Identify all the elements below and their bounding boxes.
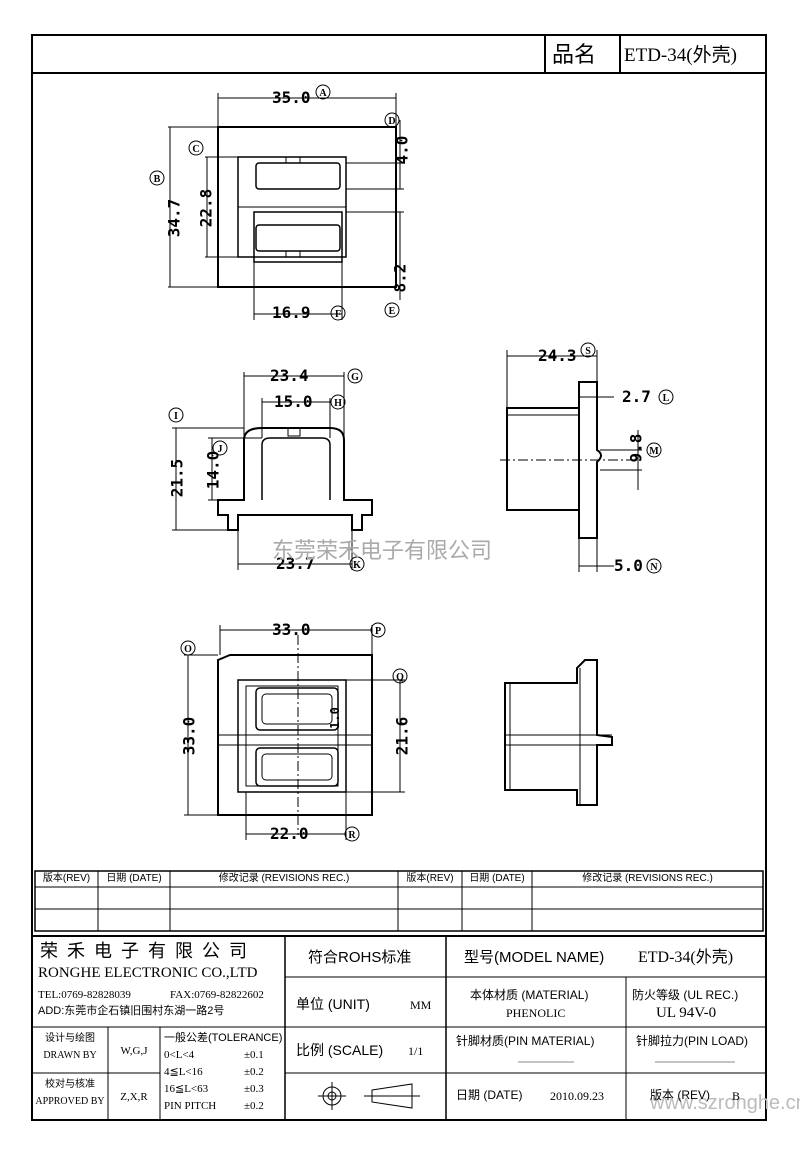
svg-text:F: F xyxy=(335,309,341,320)
check-value: Z,X,R xyxy=(120,1091,148,1103)
dim-bottom-width: 33.0 xyxy=(272,620,311,639)
check-label-cn: 校对与核准 xyxy=(45,1079,95,1090)
design-value: W,G,J xyxy=(120,1045,148,1057)
svg-text:L: L xyxy=(663,393,670,404)
dim-bottom-gap: 1.0 xyxy=(327,707,342,729)
rec-header-2: 修改记录 (REVISIONS REC.) xyxy=(582,873,713,884)
svg-text:Q: Q xyxy=(396,672,404,683)
dim-top-width: 35.0 xyxy=(272,88,311,107)
tolerance-range-2: 4≦L<16 xyxy=(164,1066,203,1078)
company-address: ADD:东莞市企石镇旧围村东湖一路2号 xyxy=(38,1005,225,1017)
dim-front-top-width: 23.4 xyxy=(270,366,309,385)
svg-text:I: I xyxy=(174,411,178,422)
dim-front-base-width: 23.7 xyxy=(276,554,315,573)
dim-front-height: 21.5 xyxy=(167,458,187,498)
company-name-en: RONGHE ELECTRONIC CO.,LTD xyxy=(38,965,258,981)
svg-text:B: B xyxy=(154,174,161,185)
dim-top-slot-gap: 4.0 xyxy=(392,135,412,165)
dim-side-depth: 24.3 xyxy=(538,346,577,365)
ul-value: UL 94V-0 xyxy=(656,1005,717,1021)
date-value: 2010.09.23 xyxy=(550,1089,604,1103)
dim-side-flange: 2.7 xyxy=(622,387,651,406)
rev-value: B xyxy=(732,1089,741,1103)
svg-text:O: O xyxy=(184,644,192,655)
top-view xyxy=(168,93,404,320)
svg-text:G: G xyxy=(351,372,359,383)
svg-text:M: M xyxy=(649,446,659,457)
material-value: PHENOLIC xyxy=(506,1006,566,1020)
side-view xyxy=(500,350,642,572)
dim-front-inner-width: 15.0 xyxy=(274,392,313,411)
rev-label: 版本 (REV) xyxy=(650,1088,711,1102)
svg-text:A: A xyxy=(319,88,327,99)
projection-symbol-icon xyxy=(318,1082,420,1110)
part-value: ETD-34(外壳) xyxy=(624,45,737,66)
scale-label: 比例 (SCALE) xyxy=(296,1042,384,1058)
svg-text:K: K xyxy=(353,560,361,571)
material-label: 本体材质 (MATERIAL) xyxy=(470,988,589,1002)
date-label: 日期 (DATE) xyxy=(456,1088,523,1102)
unit-label: 单位 (UNIT) xyxy=(296,996,370,1012)
model-label: 型号(MODEL NAME) xyxy=(464,949,605,966)
dim-top-lower-offset: 8.2 xyxy=(390,263,410,293)
design-label-cn: 设计与绘图 xyxy=(45,1033,95,1044)
dim-side-base: 5.0 xyxy=(614,556,643,575)
design-label-en: DRAWN BY xyxy=(43,1050,97,1061)
dim-top-height: 34.7 xyxy=(164,198,184,238)
company-name-cn: 荣禾电子有限公司 xyxy=(40,941,256,961)
tolerance-value-2: ±0.2 xyxy=(244,1066,264,1078)
pin-load-label: 针脚拉力(PIN LOAD) xyxy=(636,1034,749,1048)
svg-text:S: S xyxy=(585,346,591,357)
unit-value: MM xyxy=(410,998,432,1012)
watermark-center: 东莞荣禾电子有限公司 xyxy=(272,538,493,563)
tolerance-range-3: 16≦L<63 xyxy=(164,1083,209,1095)
svg-text:R: R xyxy=(348,830,356,841)
tolerance-range-4: PIN PITCH xyxy=(164,1100,217,1112)
date-header-1: 日期 (DATE) xyxy=(106,873,162,884)
tolerance-value-3: ±0.3 xyxy=(244,1083,264,1095)
part-label: 品名 xyxy=(552,42,597,67)
svg-text:D: D xyxy=(388,116,395,127)
svg-text:H: H xyxy=(334,398,342,409)
dim-top-bottom-width: 16.9 xyxy=(272,303,311,322)
model-value: ETD-34(外壳) xyxy=(638,949,734,966)
scale-value: 1/1 xyxy=(408,1044,424,1058)
bottom-side-view xyxy=(504,659,613,806)
svg-text:J: J xyxy=(218,444,223,455)
rec-header-1: 修改记录 (REVISIONS REC.) xyxy=(218,873,350,884)
company-fax: FAX:0769-82822602 xyxy=(170,989,264,1001)
ul-label: 防火等级 (UL REC.) xyxy=(632,988,739,1002)
svg-text:E: E xyxy=(389,306,396,317)
rev-header-1: 版本(REV) xyxy=(42,873,91,884)
company-tel: TEL:0769-82828039 xyxy=(38,989,131,1001)
tolerance-value-1: ±0.1 xyxy=(244,1049,264,1061)
check-label-en: APPROVED BY xyxy=(35,1096,105,1107)
bottom-view xyxy=(184,625,405,840)
dim-bottom-inner-height: 21.6 xyxy=(392,716,412,756)
tolerance-title: 一般公差(TOLERANCE) xyxy=(164,1032,283,1044)
svg-text:C: C xyxy=(192,144,199,155)
tolerance-range-1: 0<L<4 xyxy=(164,1049,195,1061)
dim-bottom-height: 33.0 xyxy=(179,716,199,756)
svg-text:N: N xyxy=(650,562,658,573)
dim-bottom-bottom-width: 22.0 xyxy=(270,824,309,843)
rev-header-2: 版本(REV) xyxy=(406,873,454,884)
watermark-url: www.szronghe.cn xyxy=(650,1092,800,1114)
date-header-2: 日期 (DATE) xyxy=(469,873,525,884)
outer-frame xyxy=(31,34,767,1121)
rohs-label: 符合ROHS标准 xyxy=(308,949,412,966)
dim-side-notch: 9.8 xyxy=(626,433,646,463)
dim-top-inner-height: 22.8 xyxy=(196,188,216,228)
dim-front-inner-height: 14.0 xyxy=(203,450,223,490)
pin-material-label: 针脚材质(PIN MATERIAL) xyxy=(456,1034,595,1048)
svg-text:P: P xyxy=(375,626,381,637)
tolerance-value-4: ±0.2 xyxy=(244,1100,264,1112)
